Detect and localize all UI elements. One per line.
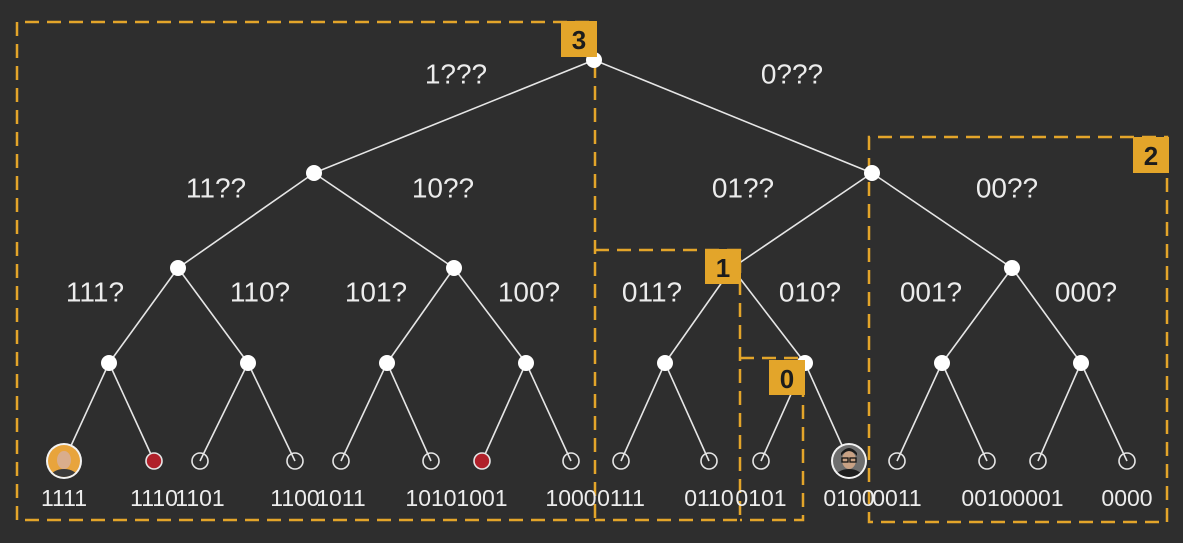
leaf-label: 1111 bbox=[41, 485, 87, 511]
tree-edge bbox=[941, 267, 1013, 364]
edge-label-001: 001? bbox=[900, 277, 962, 308]
tree-node bbox=[306, 165, 322, 181]
tree-edge bbox=[481, 362, 527, 462]
tree-node bbox=[518, 355, 534, 371]
leaf-label: 1110 bbox=[130, 485, 178, 511]
svg-text:0: 0 bbox=[780, 364, 794, 394]
leaf-node: 1111 bbox=[41, 443, 87, 511]
leaf-label: 0111 bbox=[597, 485, 645, 511]
leaf-label: 1101 bbox=[175, 485, 224, 511]
leaf-node: 1001 bbox=[456, 452, 508, 511]
tree-node bbox=[864, 165, 880, 181]
tree-node bbox=[379, 355, 395, 371]
leaf-label: 1100 bbox=[270, 485, 319, 511]
edge-label-110: 110? bbox=[230, 277, 290, 308]
tree-edge bbox=[108, 362, 155, 462]
tree-edge bbox=[871, 172, 1013, 269]
tree-edge bbox=[108, 267, 179, 364]
tree-node bbox=[240, 355, 256, 371]
leaf-label: 1011 bbox=[316, 485, 365, 511]
tree-edge bbox=[199, 362, 249, 462]
tree-node bbox=[1073, 355, 1089, 371]
tree-edge bbox=[1037, 362, 1082, 462]
tree-edge bbox=[896, 362, 943, 462]
leaf-node: 1101 bbox=[175, 452, 225, 511]
tree-node bbox=[446, 260, 462, 276]
leaf-node: 0000 bbox=[1101, 452, 1153, 511]
edge-label-100: 100? bbox=[498, 277, 560, 308]
tree-node bbox=[657, 355, 673, 371]
tree-edge bbox=[941, 362, 988, 462]
leaf-node: 0110 bbox=[684, 452, 734, 511]
tree-node bbox=[1004, 260, 1020, 276]
bucket-2-badge: 2 bbox=[1133, 137, 1169, 173]
edge-label-010: 010? bbox=[779, 277, 841, 308]
tree-edge bbox=[177, 267, 249, 364]
leaf-label: 0000 bbox=[1101, 485, 1152, 511]
tree-edge bbox=[620, 362, 666, 462]
tree-edge bbox=[1011, 267, 1082, 364]
edge-label-10: 10?? bbox=[412, 173, 474, 204]
leaf-node: 0011 bbox=[872, 452, 922, 511]
tree-edge bbox=[593, 59, 873, 174]
leaf-label: 0100 bbox=[823, 485, 874, 511]
bucket-2-outline bbox=[867, 135, 1169, 524]
leaf-label: 1001 bbox=[456, 485, 507, 511]
edge-label-101: 101? bbox=[345, 277, 407, 308]
leaf-label: 1000 bbox=[545, 485, 596, 511]
tree-edge bbox=[340, 362, 388, 462]
tree-edge bbox=[731, 172, 873, 269]
svg-text:3: 3 bbox=[572, 25, 586, 55]
tree-node bbox=[934, 355, 950, 371]
tree-edge bbox=[313, 172, 455, 269]
leaf-label: 1010 bbox=[405, 485, 456, 511]
tree-edge bbox=[664, 362, 710, 462]
leaf-node: 0101 bbox=[735, 452, 787, 511]
tree-edge bbox=[177, 172, 315, 269]
tree-edge bbox=[453, 267, 527, 364]
leaf-label: 0101 bbox=[735, 485, 786, 511]
bucket-1-badge: 1 bbox=[705, 249, 741, 284]
edge-label-01: 01?? bbox=[712, 173, 774, 204]
edge-label-00: 00?? bbox=[976, 173, 1038, 204]
bucket-1-outline bbox=[595, 248, 742, 522]
leaf-label: 0010 bbox=[961, 485, 1012, 511]
edge-label-111: 111? bbox=[66, 277, 124, 308]
tree-edge bbox=[525, 362, 572, 462]
leaf-node: 0100 bbox=[823, 443, 875, 511]
bald-man-avatar-icon bbox=[46, 443, 82, 479]
bucket-0-badge: 0 bbox=[769, 360, 805, 395]
tree-edge bbox=[313, 59, 595, 174]
bucket-3-outline bbox=[15, 20, 597, 522]
tree-edge bbox=[386, 362, 432, 462]
leaf-label: 0011 bbox=[872, 485, 921, 511]
svg-text:2: 2 bbox=[1144, 141, 1158, 171]
edge-label-root-left: 1??? bbox=[425, 59, 487, 90]
svg-text:1: 1 bbox=[716, 253, 730, 283]
edge-label-011: 011? bbox=[622, 277, 682, 308]
tree-node bbox=[101, 355, 117, 371]
leaf-node: 0111 bbox=[597, 452, 645, 511]
leaf-node: 1010 bbox=[405, 452, 457, 511]
tree-edge bbox=[1080, 362, 1128, 462]
leaf-node: 0010 bbox=[961, 452, 1013, 511]
leaf-node: 1011 bbox=[316, 452, 366, 511]
edge-label-000: 000? bbox=[1055, 277, 1117, 308]
leaf-node: 1000 bbox=[545, 452, 597, 511]
leaf-node: 1110 bbox=[130, 452, 178, 511]
leaf-node: 1100 bbox=[270, 452, 320, 511]
leaf-node: 0001 bbox=[1012, 452, 1064, 511]
tree-edge bbox=[247, 362, 296, 462]
tree-edge bbox=[731, 267, 806, 364]
leaf-label: 0110 bbox=[684, 485, 733, 511]
glasses-man-avatar-icon bbox=[831, 443, 867, 479]
edge-label-11: 11?? bbox=[186, 173, 246, 204]
tree-node bbox=[170, 260, 186, 276]
bucket-3-badge: 3 bbox=[561, 21, 597, 57]
bucket-0-outline bbox=[740, 356, 805, 522]
edge-label-root-right: 0??? bbox=[761, 59, 823, 90]
tree-edge bbox=[386, 267, 455, 364]
leaf-label: 0001 bbox=[1012, 485, 1063, 511]
